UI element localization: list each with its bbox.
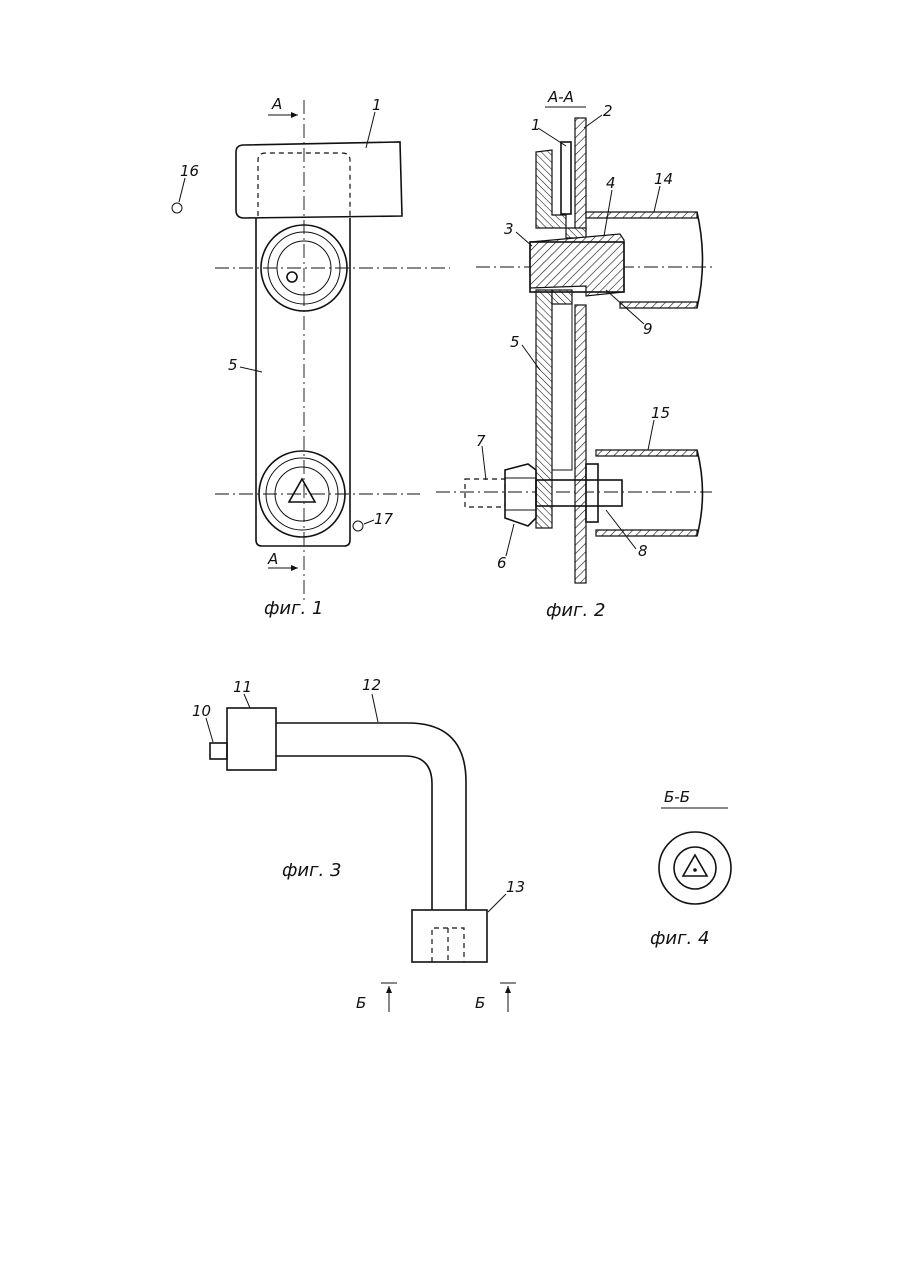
label-fig2-2: 2 [603,102,613,120]
section-mark-top: А [271,95,282,113]
part-10-tip [210,743,227,759]
label-fig2-4: 4 [606,174,616,192]
label-fig2-7: 7 [476,432,486,450]
upper-bore-pin [287,272,297,282]
leader-fig3-12 [372,694,378,722]
part-13-socket [412,910,487,962]
section-mark-bottom: А [267,550,278,568]
leader-17 [364,520,374,524]
label-fig2-15: 15 [651,404,670,422]
pipe-15-wall-top [596,450,697,456]
socket-centre-dot [693,868,697,872]
part-5-plate [256,218,350,546]
nut-6 [505,464,536,526]
section-b-mark-left: Б [356,994,366,1012]
fig1-caption: фиг. 1 [264,598,323,619]
figure-3-key: 10 11 12 13 Б Б фиг. 3 [192,676,525,1012]
figure-1-front-view: А А 1 5 16 17 фиг. 1 [172,95,450,619]
label-fig2-6: 6 [497,554,507,572]
triangle-socket-icon [289,479,315,502]
pipe-14-wall-top [586,212,697,218]
leader-fig2-7 [482,446,486,480]
label-fig2-9: 9 [643,320,653,338]
part-12-rod-inner [276,756,432,910]
triangle-socket-section-icon [683,855,707,876]
leader-fig2-14 [654,186,660,212]
pipe-15-end [697,450,703,536]
leader-fig3-13 [488,894,506,912]
bolt-7-thread [465,479,505,507]
part-5-plate-section [536,290,552,528]
part-5-cavity [552,290,572,470]
label-part-17: 17 [374,510,394,528]
label-fig2-14: 14 [654,170,673,188]
label-part-5: 5 [228,356,238,374]
socket-outer-circle [659,832,731,904]
part-1-insert [561,142,571,214]
fig4-caption: фиг. 4 [650,928,709,949]
leader-fig2-1 [538,128,566,146]
section-b-mark-right: Б [475,994,485,1012]
fig2-caption: фиг. 2 [546,600,605,621]
socket-inner-circle [674,847,716,889]
label-fig2-1: 1 [531,116,541,134]
part-2-wall-bottom [575,305,586,583]
label-fig3-10: 10 [192,702,211,720]
part-12-rod-outer [276,723,466,910]
figure-2-section-view: А-А 1 2 [436,88,712,621]
figure-4-section-bb: Б-Б фиг. 4 [650,788,731,949]
part-2-wall-top [575,118,586,230]
label-fig2-8: 8 [638,542,648,560]
label-fig3-13: 13 [506,878,525,896]
pipe-14-end [697,212,703,308]
pipe-14-wall-bottom [620,302,697,308]
section-title-bb: Б-Б [664,788,690,806]
fig3-caption: фиг. 3 [282,860,341,881]
label-fig2-3: 3 [504,220,514,238]
leader-fig3-10 [206,718,213,742]
label-part-16: 16 [180,162,199,180]
point-17-marker [353,521,363,531]
leader-fig2-6 [506,524,514,556]
leader-fig2-15 [648,420,654,450]
leader-5 [240,367,262,372]
label-fig2-5: 5 [510,333,520,351]
pipe-15-wall-bottom [596,530,697,536]
leader-16 [179,178,185,202]
label-part-1: 1 [372,96,382,114]
label-fig3-11: 11 [233,678,252,696]
point-16-marker [172,203,182,213]
part-11-handle [227,708,276,770]
part-3-bushing [530,234,624,296]
leader-fig2-2 [584,115,602,128]
label-fig3-12: 12 [362,676,381,694]
leader-fig2-3 [516,232,532,246]
leader-fig3-11 [244,694,250,708]
section-title-aa: А-А [547,88,574,106]
washer-8 [586,464,598,522]
